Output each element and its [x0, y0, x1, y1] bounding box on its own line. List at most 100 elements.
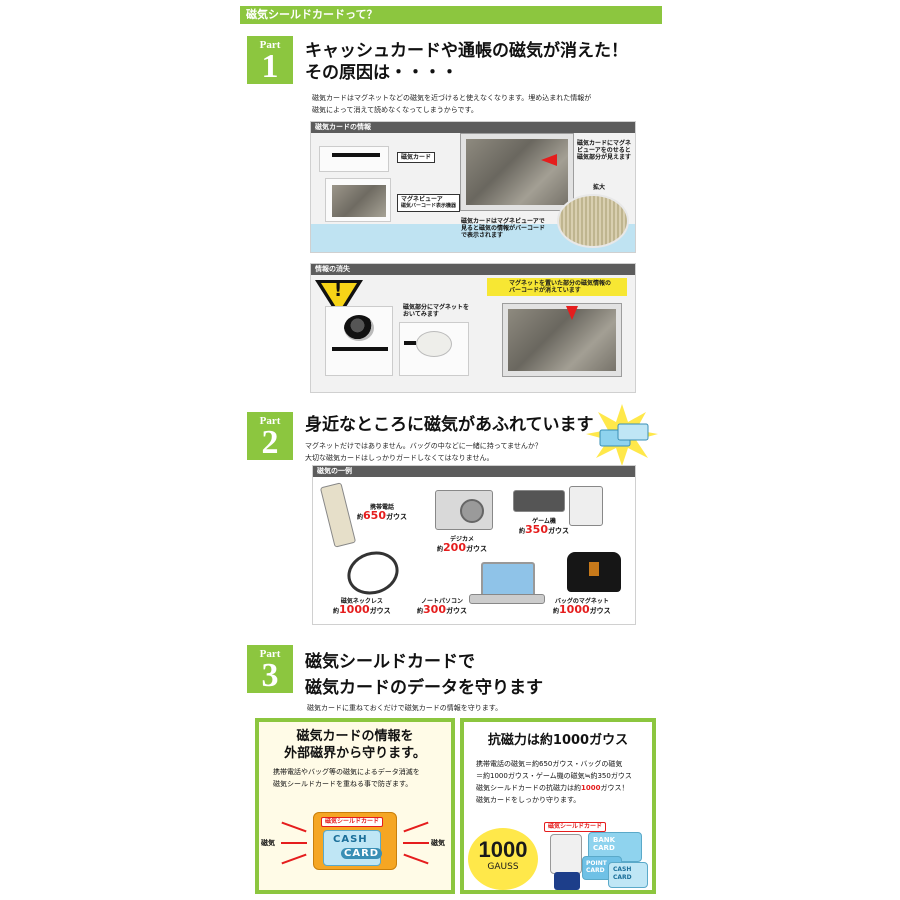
text-part: ガウス！ [600, 784, 629, 792]
note-line: 磁気部分が見えます [577, 154, 632, 161]
part1-description: 磁気カードはマグネットなどの磁気を近づけると使えなくなります。埋め込まれた情報が… [312, 92, 591, 116]
note-line: ビューアをのせると [577, 147, 631, 154]
shield-card-label: 磁気シールドカード [321, 817, 384, 827]
item-unit: ガウス [547, 527, 569, 535]
section-header: 磁気シールドカードって？ [240, 6, 662, 24]
magne-viewer-photo [460, 133, 574, 211]
erased-barcode-banner: マグネットを置いた部分の磁気情報の バーコードが消えています [487, 278, 627, 296]
part2-desc-line1: マグネットだけではありません。バッグの中などに一緒に持ってませんか？ [305, 442, 542, 450]
magnetism-examples-heading: 磁気の一例 [313, 466, 635, 477]
item-value-line: 約1000ガウス [333, 603, 391, 616]
text-line: ＝約1000ガウス・ゲーム機の磁気≒約350ガウス [476, 772, 632, 780]
note-line: 見ると磁気の情報がバーコード [461, 225, 546, 232]
viewer-texture [332, 185, 386, 217]
protection-box-text: 携帯電話やバッグ等の磁気によるデータ消滅を 磁気シールドカードを重ねる事で防ぎま… [273, 766, 420, 790]
item-value-line: 約350ガウス [519, 524, 569, 536]
item-value: 1000 [339, 603, 370, 616]
laptop-icon [481, 562, 535, 598]
warning-exclamation: ! [334, 280, 343, 301]
note-barcode-display: 磁気カードはマグネビューアで 見ると磁気の情報がバーコード で表示されます [461, 218, 545, 239]
card-line: CARD [613, 874, 632, 881]
text-highlight: 1000 [581, 784, 601, 792]
card-info-panel-heading: 磁気カードの情報 [311, 122, 635, 133]
info-loss-panel-heading: 情報の消失 [311, 264, 635, 275]
item-value: 650 [363, 509, 386, 522]
item-name: 携帯電話 [369, 504, 394, 511]
part3-badge-number: 3 [261, 657, 279, 694]
part3-title-line1: 磁気シールドカードで [305, 652, 475, 672]
laptop-keyboard [469, 594, 545, 604]
label-magnetic-card: 磁気カード [397, 152, 436, 163]
part2-title: 身近なところに磁気があふれています [305, 415, 594, 435]
magnetic-field-arrow-icon [281, 821, 307, 833]
item-prefix: 約 [357, 514, 364, 521]
dual-screen-game-icon [569, 486, 603, 526]
camera-lens [460, 499, 484, 523]
part3-title: 磁気シールドカードで 磁気カードのデータを守ります [305, 649, 543, 701]
part1-badge-number: 1 [261, 48, 279, 85]
zoom-label: 拡大 [593, 184, 606, 191]
label-magne-viewer-title: マグネビューア [401, 196, 443, 203]
title-line: 外部磁界から守ります。 [284, 746, 426, 761]
part3-badge-label: Part [259, 648, 281, 660]
item-unit: ガウス [369, 607, 391, 615]
mascot-face-icon [550, 834, 582, 874]
text-line: 磁気シールドカードを重ねる事で防ぎます。 [273, 780, 413, 788]
magnetism-label-right: 磁気 [431, 839, 445, 847]
item-value: 300 [423, 603, 446, 616]
part3-description: 磁気カードに重ねておくだけで磁気カードの情報を守ります。 [307, 704, 503, 712]
item-value-line: 約1000ガウス [553, 603, 611, 616]
part3-badge: Part 3 [247, 645, 293, 693]
note-line: 磁気カードはマグネビューアで [461, 218, 545, 225]
magnetism-label-left: 磁気 [261, 839, 275, 847]
card-line: CASH [613, 866, 632, 873]
item-name: ゲーム機 [532, 518, 556, 525]
card-info-panel: 磁気カードの情報 磁気カード マグネビューア 磁気バーコード表示機器 磁気カード… [310, 121, 636, 253]
protection-box: 磁気カードの情報を 外部磁界から守ります。 携帯電話やバッグ等の磁気によるデータ… [255, 718, 455, 894]
part1-desc-line1: 磁気カードはマグネットなどの磁気を近づけると使えなくなります。埋め込まれた情報が [312, 94, 592, 102]
zoom-barcode-photo [557, 194, 629, 248]
coercivity-box-text: 携帯電話の磁気＝約650ガウス・バッグの磁気 ＝約1000ガウス・ゲーム機の磁気… [476, 758, 632, 806]
part3-title-line2: 磁気カードのデータを守ります [305, 678, 543, 698]
card-line: POINT [586, 860, 607, 867]
label-magne-viewer: マグネビューア 磁気バーコード表示機器 [397, 194, 461, 212]
part2-badge-number: 2 [261, 424, 279, 461]
note-viewer-on-card: 磁気カードにマグネ ビューアをのせると 磁気部分が見えます [577, 140, 631, 161]
text-part: 磁気シールドカードの抗磁力は約 [476, 784, 581, 792]
magnetism-examples-panel: 磁気の一例 携帯電話 約650ガウス デジカメ 約200ガウス ゲーム機 約35… [312, 465, 636, 625]
part1-desc-line2: 磁気によって消えて読めなくなってしまうからです。 [312, 106, 478, 114]
banner-line: バーコードが消えています [509, 287, 581, 294]
magnet-on-card-photo-1 [325, 306, 393, 376]
item-name: デジカメ [449, 536, 474, 543]
note-line: 磁気カードにマグネ [577, 140, 632, 147]
magnetic-field-arrow-icon [281, 842, 307, 844]
item-value: 1000 [559, 603, 590, 616]
erased-viewer-photo [502, 303, 622, 377]
coercivity-box-title: 抗磁力は約1000ガウス [487, 733, 629, 748]
text-line: 携帯電話やバッグ等の磁気によるデータ消滅を [273, 768, 420, 776]
item-name: バッグのマグネット [554, 598, 609, 605]
gauss-label-phone: 携帯電話 約650ガウス [357, 504, 407, 522]
part1-badge-label: Part [259, 39, 281, 51]
magnetic-stripe [404, 341, 416, 345]
digital-camera-icon [435, 490, 493, 530]
magnetic-stripe [332, 347, 388, 351]
item-prefix: 約 [553, 608, 560, 615]
part1-title-line1: キャッシュカードや通帳の磁気が消えた！ [305, 41, 628, 61]
text-line: 磁気カードをしっかり守ります。 [476, 796, 581, 804]
mobile-phone-icon [319, 482, 357, 548]
magnet-on-card-photo-2 [399, 322, 469, 376]
item-value-line: 約200ガウス [437, 542, 487, 554]
title-line: 磁気カードの情報を [296, 729, 414, 744]
gauss-label-game: ゲーム機 約350ガウス [519, 518, 569, 536]
magnet-icon [344, 315, 374, 341]
part2-description: マグネットだけではありません。バッグの中などに一緒に持ってませんか？ 大切な磁気… [305, 440, 542, 464]
card-line: CARD [586, 867, 605, 874]
note-line: おいてみます [403, 311, 439, 318]
item-prefix: 約 [519, 528, 526, 535]
magnet-icon [416, 331, 452, 357]
part2-badge-label: Part [259, 415, 281, 427]
item-value-line: 約650ガウス [357, 509, 407, 522]
mascot-body-icon [554, 872, 580, 890]
